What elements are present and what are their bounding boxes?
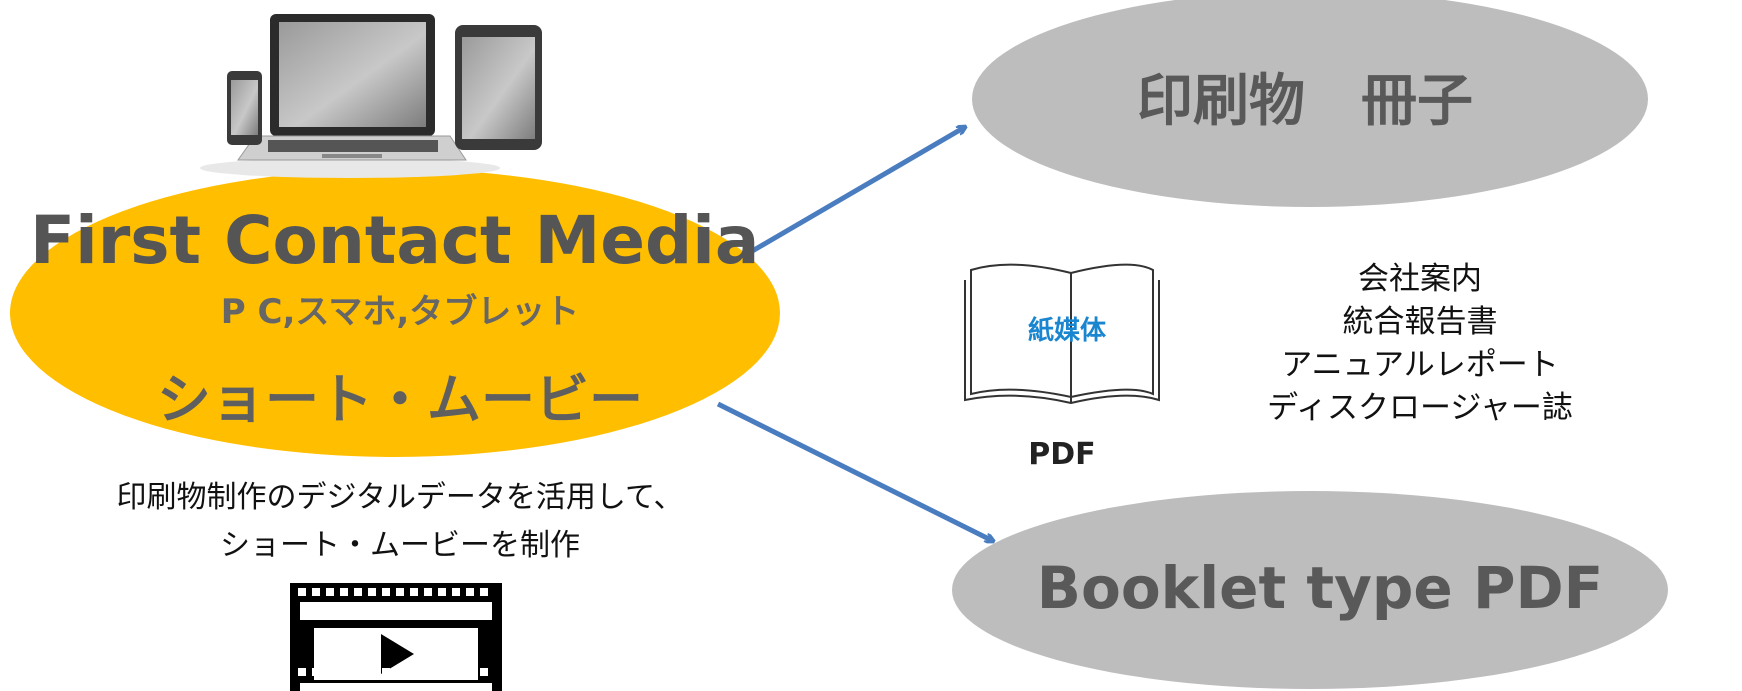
document-type-list: 会社案内 統合報告書 アニュアルレポート ディスクロージャー誌: [1210, 258, 1630, 430]
booklet-pdf-label: Booklet type PDF: [1036, 554, 1604, 622]
arrow-to-booklet-pdf: [716, 401, 993, 541]
film-sprocket-holes: [298, 588, 488, 676]
film-sprocket-hole: [340, 588, 348, 596]
description-line-2: ショート・ムービーを制作: [220, 528, 580, 563]
film-sprocket-hole: [368, 588, 376, 596]
document-type-item: ディスクロージャー誌: [1267, 390, 1573, 426]
film-sprocket-hole: [354, 588, 362, 596]
film-sprocket-hole: [396, 588, 404, 596]
first-contact-ellipse: [10, 169, 780, 457]
film-sprocket-hole: [438, 588, 446, 596]
film-sprocket-hole: [312, 588, 320, 596]
description-line-1: 印刷物制作のデジタルデータを活用して、: [116, 480, 684, 515]
film-sprocket-hole: [396, 668, 404, 676]
document-type-item: 統合報告書: [1342, 304, 1498, 340]
first-contact-title: First Contact Media: [30, 202, 760, 279]
film-sprocket-hole: [410, 588, 418, 596]
arrow-to-print-media: [740, 127, 965, 260]
book-icon: [964, 263, 1160, 405]
short-movie-label: ショート・ムービー: [157, 368, 643, 431]
film-sprocket-hole: [424, 668, 432, 676]
document-type-item: 会社案内: [1358, 261, 1482, 297]
film-sprocket-hole: [326, 588, 334, 596]
film-sprocket-hole: [368, 668, 376, 676]
pdf-caption: PDF: [1028, 437, 1096, 472]
film-sprocket-hole: [466, 668, 474, 676]
film-sprocket-hole: [340, 668, 348, 676]
film-sprocket-hole: [382, 668, 390, 676]
film-sprocket-hole: [480, 668, 488, 676]
print-media-ellipse: [972, 0, 1648, 207]
document-type-item: アニュアルレポート: [1281, 347, 1559, 383]
booklet-pdf-ellipse: [952, 491, 1668, 689]
film-sprocket-hole: [480, 588, 488, 596]
film-sprocket-hole: [466, 588, 474, 596]
film-sprocket-hole: [326, 668, 334, 676]
film-sprocket-hole: [438, 668, 446, 676]
film-sprocket-hole: [354, 668, 362, 676]
film-sprocket-hole: [298, 588, 306, 596]
film-sprocket-hole: [410, 668, 418, 676]
film-sprocket-hole: [312, 668, 320, 676]
film-sprocket-hole: [452, 668, 460, 676]
film-sprocket-hole: [382, 588, 390, 596]
paper-book-label: 紙媒体: [1027, 316, 1106, 346]
print-media-label: 印刷物 冊子: [1137, 69, 1473, 134]
laptop-tablet-phone-icon: [200, 14, 542, 178]
film-sprocket-hole: [424, 588, 432, 596]
description: 印刷物制作のデジタルデータを活用して、 ショート・ムービーを制作: [40, 474, 760, 570]
film-sprocket-hole: [298, 668, 306, 676]
film-sprocket-hole: [452, 588, 460, 596]
device-list: P C,スマホ,タブレット: [220, 292, 580, 332]
